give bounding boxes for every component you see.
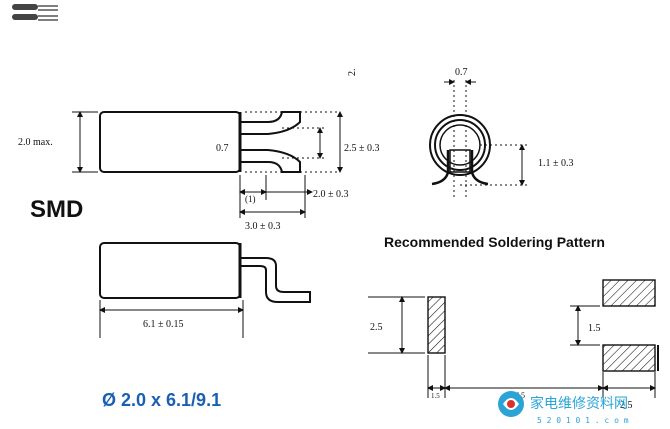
stray-mark: 2. [347,69,358,77]
pad-right-top [602,279,656,307]
pad-height-label: 2.5 [370,322,383,333]
pad-left: 2.5 [368,296,446,354]
lead-height-dimension: 1.1 ± 0.3 [519,144,574,186]
body-diameter-label: 2.5 ± 0.3 [344,143,380,154]
pad-spacing-label: 1.5 [588,323,601,334]
lead-length-dimension: 2.0 ± 0.3 [266,175,349,200]
pad-right-bottom [602,344,659,372]
size-label: Ø 2.0 x 6.1/9.1 [102,390,221,410]
max-height-label: 2.0 max. [18,137,53,148]
lead-offset-label: (1) [245,194,256,204]
total-depth-dimension: 3.0 ± 0.3 [239,200,306,232]
body-diameter-dimension: 2.5 ± 0.3 [337,111,380,173]
top-pitch-dimension: 0.7 [444,67,476,85]
right-pad-label: 2.5 [620,400,633,411]
pad-spacing-dimension: 1.5 [570,305,601,346]
lead-height-label: 1.1 ± 0.3 [538,158,574,169]
top-view [429,80,530,200]
bottom-side-view [99,242,311,338]
pin-pitch-label: 0.7 [216,143,229,154]
side-view-body [99,111,340,173]
body-length-dimension: 6.1 ± 0.15 [99,307,244,330]
max-height-dimension: 2.0 max. [18,111,98,173]
crystal-thumbnail-icon [12,4,58,21]
lead-length-label: 2.0 ± 0.3 [313,189,349,200]
top-pitch-label: 0.7 [455,67,468,78]
watermark: 家电维修资料网 5 2 0 1 0 1 . c o m [498,391,629,425]
watermark-url-text: 5 2 0 1 0 1 . c o m [537,416,629,425]
body-length-label: 6.1 ± 0.15 [143,319,184,330]
pad-width-label: 1.5 [431,392,440,400]
watermark-cn-text: 家电维修资料网 [530,395,628,412]
total-depth-label: 3.0 ± 0.3 [245,221,281,232]
soldering-pattern-heading: Recommended Soldering Pattern [384,234,605,250]
watermark-logo-icon [498,391,524,417]
smd-heading: SMD [30,196,83,223]
